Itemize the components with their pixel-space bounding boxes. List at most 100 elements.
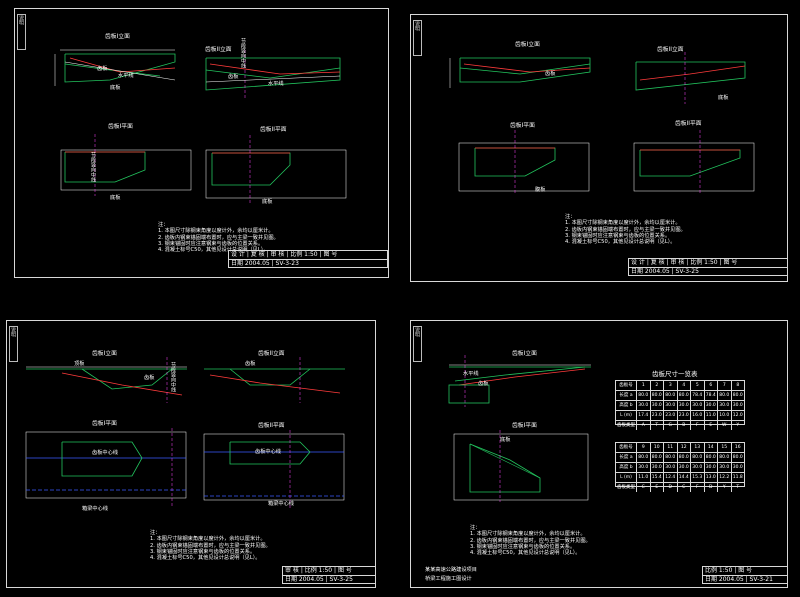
spec-table-cell: W [717, 421, 731, 430]
spec-table-cell: 长度 a [619, 455, 633, 460]
drawing-sheet-4 [410, 320, 788, 588]
title-row: 设 计 | 复 核 | 审 核 | 比例 1:50 | 图 号 [629, 259, 787, 268]
sheet-1-side-label: 说明 [17, 14, 26, 50]
spec-table-cell: 13.0 [703, 473, 718, 482]
spec-table-cell: 高度 b [619, 465, 633, 470]
sheet-2-side-label: 说明 [413, 20, 422, 56]
sheet-3-beam-center-right: 箱梁中心线 [268, 501, 294, 507]
spec-table-cell: 30.0 [717, 401, 731, 410]
sheet-3-elevation-left [26, 357, 187, 403]
spec-table-cell: C [676, 483, 691, 492]
spec-table-cell: 80.0 [730, 453, 745, 462]
spec-table-cell: 10 [649, 443, 664, 452]
title-row: 日期 2004.05 | SV-3-25 [631, 268, 699, 275]
spec-table-cell: 30.0 [703, 463, 718, 472]
spec-table-cell: D [663, 483, 677, 492]
sheet-3-elevation-right [204, 357, 345, 403]
spec-table-cell: 80.0 [730, 391, 745, 400]
sheet-4-tooth-label: 齿板 [478, 381, 489, 387]
spec-table-cell: 30.0 [703, 401, 718, 410]
spec-table-cell: 80.0 [649, 453, 664, 462]
sheet-4-slope-label: 水平线 [463, 371, 479, 377]
drawing-sheet-2 [410, 14, 788, 282]
sheet-3-side-label: 说明 [9, 326, 18, 362]
sheet-2-plan-right-title: 齿板II平面 [675, 121, 702, 127]
spec-table-cell: 10.0 [717, 411, 731, 420]
spec-table-cell: 30.0 [690, 401, 704, 410]
spec-table-cell: 7 [717, 381, 731, 390]
title-row: 日期 2004.05 | SV-3-23 [231, 260, 299, 267]
spec-table-cell: 4 [676, 381, 691, 390]
spec-table-cell: 11.8 [730, 473, 745, 482]
spec-table-cell: 长度 a [619, 393, 633, 398]
spec-table-cell: L (m) [620, 413, 632, 418]
spec-table-cell: Y [730, 421, 745, 430]
sheet-1-plan-right-base: 底板 [262, 199, 273, 205]
sheet-1-elev-right-title: 齿板II立面 [205, 47, 232, 53]
sheet-4-plan-title: 齿板I平面 [512, 423, 537, 429]
spec-table-cell: 2 [649, 381, 664, 390]
sheet-4-elevation [448, 355, 591, 407]
spec-table-cell: Y [717, 483, 731, 492]
sheet-1-plan-left-title: 齿板I平面 [108, 124, 133, 130]
sheet-2-title-block: 设 计 | 复 核 | 审 核 | 比例 1:50 | 图 号 日期 2004.… [628, 258, 788, 276]
spec-table-cell: 6 [703, 381, 718, 390]
spec-table-cell: 80.0 [717, 391, 731, 400]
title-row: 审 核 | 比例 1:50 | 图 号 [283, 567, 375, 576]
sheet-1-slope-label: 水平线 [118, 73, 134, 79]
sheet-1-tooth-label-right: 齿板 [228, 74, 239, 80]
sheet-4-elev-title: 齿板I立面 [512, 351, 537, 357]
spec-table-cell: 80.0 [636, 453, 650, 462]
sheet-1-slope-label-right: 水平线 [268, 81, 284, 87]
spec-table-cell: 高度 b [619, 403, 633, 408]
spec-table-cell: 30.0 [730, 463, 745, 472]
drawing-sheet-1 [14, 8, 389, 278]
spec-table-cell: 23.0 [649, 411, 664, 420]
sheet-1-base-label: 底板 [110, 85, 121, 91]
sheet-3-elev-right-title: 齿板II立面 [258, 351, 285, 357]
sheet-2-plan-left [458, 130, 590, 194]
spec-table-cell: 13 [690, 443, 704, 452]
sheet-1-vert-line-label: 节段竖向中线 [240, 38, 246, 68]
spec-table-cell: 齿板号 [619, 445, 633, 450]
sheet-2-tooth-label: 齿板 [545, 71, 556, 77]
sheet-3-center-right: 齿板中心线 [255, 449, 281, 455]
spec-table-cell: 80.0 [676, 391, 691, 400]
drawing-sheet-3 [6, 320, 376, 588]
spec-table-cell: 30.0 [649, 463, 664, 472]
spec-table-cell: E [649, 483, 664, 492]
spec-table-cell: 12.4 [663, 473, 677, 482]
spec-table-cell: 30.0 [717, 463, 731, 472]
sheet-4-side-label: 说明 [413, 326, 422, 362]
spec-table-cell: 80.0 [703, 453, 718, 462]
sheet-2-base-label: 底板 [718, 95, 729, 101]
title-row: 比例 1:50 | 图 号 [703, 567, 787, 576]
sheet-1-plan-vert-label: 节段竖向中线 [90, 152, 96, 182]
sheet-1-elev-left-title: 齿板I立面 [105, 34, 130, 40]
title-row: 设 计 | 复 核 | 审 核 | 比例 1:50 | 图 号 [229, 251, 387, 260]
spec-table-cell: 30.0 [676, 401, 691, 410]
spec-table-cell: F [690, 483, 704, 492]
spec-table-cell: 15 [717, 443, 731, 452]
spec-table-cell: 齿板号 [619, 383, 633, 388]
sheet-1-plan-left [60, 134, 192, 196]
spec-table-cell: 5 [690, 381, 704, 390]
spec-table-cell: 80.0 [717, 453, 731, 462]
sheet-1-title-block: 设 计 | 复 核 | 审 核 | 比例 1:50 | 图 号 日期 2004.… [228, 250, 388, 268]
sheet-4-notes: 注： 1. 本图尺寸除钢束角度以度计外，余均以厘米计。 2. 齿板内钢束锚固端布… [470, 525, 591, 557]
sheet-2-plan-right [633, 130, 755, 194]
spec-table-cell: 16.0 [690, 411, 704, 420]
spec-table-cell: 80.0 [636, 391, 650, 400]
spec-table-cell: 30.0 [663, 401, 677, 410]
spec-table-cell: 80.0 [676, 453, 691, 462]
spec-table-cell: F [690, 421, 704, 430]
spec-table-cell: 9 [636, 443, 650, 452]
sheet-2-plan-left-girder: 腹板 [535, 187, 546, 193]
sheet-1-plan-base: 底板 [110, 195, 121, 201]
